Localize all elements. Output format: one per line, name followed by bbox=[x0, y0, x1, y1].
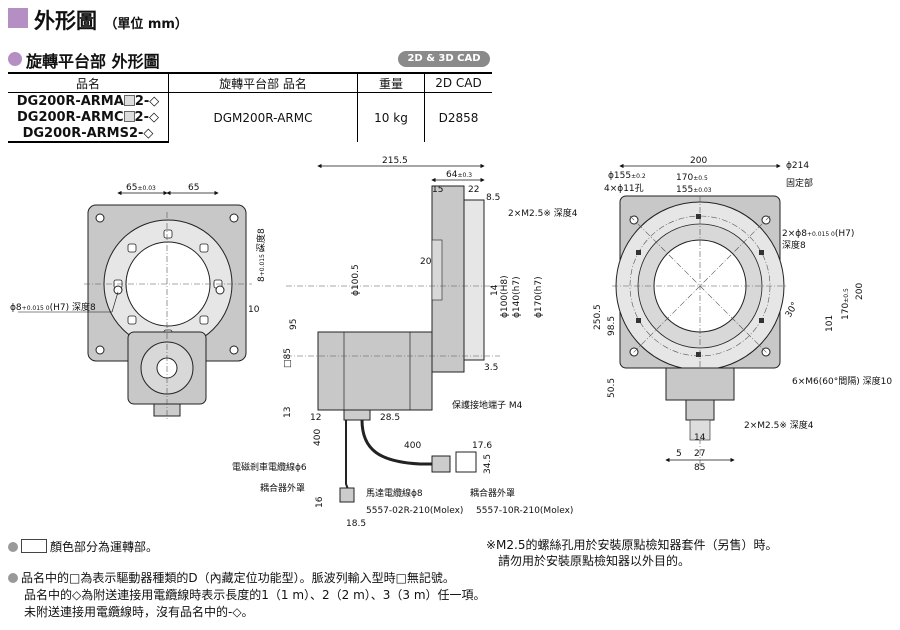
col-table-name: 旋轉平台部 品名 bbox=[168, 73, 358, 93]
side-dim-12: 12 bbox=[310, 413, 321, 423]
driver-type-symbol bbox=[123, 94, 135, 106]
side-dim-13: 13 bbox=[283, 407, 293, 418]
front-hole-label: ϕ8+0.015 0(H7) 深度8 bbox=[10, 301, 96, 313]
page-title: 外形圖 （單位 mm） bbox=[34, 9, 188, 33]
top-view: 200 170±0.5 155±0.03 ϕ155±0.2 4×ϕ11孔 ϕ21… bbox=[593, 156, 892, 473]
coupler-cover-1: 耦合器外罩 bbox=[260, 482, 305, 494]
top-dim-98-5: 98.5 bbox=[607, 316, 617, 336]
driver-type-symbol bbox=[123, 110, 135, 122]
cad-link[interactable]: D2858 bbox=[424, 92, 492, 142]
note-m25-2: 請勿用於安裝原點檢知器以外目的。 bbox=[498, 554, 691, 568]
top-dim-50-5: 50.5 bbox=[607, 378, 617, 398]
brake-cable-label: 電磁剎車電纜線ϕ6 bbox=[232, 461, 307, 473]
front-dim-10: 10 bbox=[248, 305, 260, 315]
side-ground: 保護接地端子 M4 bbox=[452, 399, 523, 411]
side-dim-18-5: 18.5 bbox=[346, 519, 366, 529]
table-model: DGM200R-ARMC bbox=[168, 92, 358, 142]
side-dim-15: 15 bbox=[432, 185, 443, 195]
side-m25: 2×M2.5※ 深度4 bbox=[508, 207, 578, 219]
side-dim-215: 215.5 bbox=[382, 156, 408, 166]
top-d155: ϕ155±0.2 bbox=[608, 171, 646, 181]
col-weight: 重量 bbox=[357, 73, 425, 93]
top-dim-101: 101 bbox=[825, 315, 835, 332]
side-d100-5: ϕ100.5 bbox=[351, 264, 361, 296]
side-dim-16: 16 bbox=[315, 496, 325, 508]
top-holes11: 4×ϕ11孔 bbox=[604, 183, 644, 194]
note-name-3: 未附送連接用電纜線時，沒有品名中的-◇。 bbox=[24, 605, 254, 619]
weight-value: 10 kg bbox=[357, 92, 425, 142]
part-number-row: DG200R-ARMS2-◇ bbox=[8, 125, 169, 143]
side-view: 215.5 64±0.3 15 22 8.5 2×M2.5※ 深度4 ϕ100.… bbox=[232, 156, 578, 529]
side-dim-28-5: 28.5 bbox=[380, 413, 400, 423]
top-hole8: 2×ϕ8+0.015 0(H7) bbox=[782, 229, 854, 239]
top-dim-250-5: 250.5 bbox=[593, 304, 603, 330]
note-name-1: 品名中的□為表示驅動器種類的D（內藏定位功能型）。脈波列輸入型時□無記號。 bbox=[8, 569, 455, 587]
side-dim-64: 64±0.3 bbox=[446, 170, 472, 180]
side-dim-3-5: 3.5 bbox=[484, 363, 498, 373]
top-dim-200: 200 bbox=[690, 156, 707, 166]
side-dim-22: 22 bbox=[468, 185, 479, 195]
side-d170: ϕ170(h7) bbox=[534, 276, 544, 318]
side-d100: ϕ100(H8) bbox=[500, 275, 510, 318]
side-dim-17-6: 17.6 bbox=[472, 441, 492, 451]
top-dim-5: 5 bbox=[676, 449, 682, 459]
section-title: 旋轉平台部 外形圖 bbox=[26, 52, 160, 71]
color-swatch bbox=[21, 539, 47, 553]
note-m25: ※M2.5的螺絲孔用於安裝原點檢知器套件（另售）時。 bbox=[486, 538, 778, 552]
side-dim-8-5: 8.5 bbox=[486, 193, 500, 203]
top-depth8: 深度8 bbox=[782, 239, 806, 251]
top-m6: 6×M6(60°間隔) 深度10 bbox=[792, 375, 892, 387]
unit-label: （單位 mm） bbox=[104, 17, 188, 32]
top-dim-27: 27 bbox=[694, 449, 705, 459]
note-bullet bbox=[8, 542, 18, 552]
top-d214: ϕ214 bbox=[786, 161, 809, 171]
front-view: 65±0.03 65 ϕ8+0.015 0(H7) 深度8 深度8 8+0.01… bbox=[10, 183, 267, 420]
top-angle-30: 30° bbox=[784, 301, 801, 320]
top-dim-200v: 200 bbox=[855, 283, 865, 300]
front-side-hole: 8+0.015 0 bbox=[257, 248, 267, 282]
coupler-cover-2: 耦合器外罩 bbox=[470, 487, 515, 499]
note-name-2: 品名中的◇為附送連接用電纜線時表示長度的1（1 m）、2（2 m）、3（3 m）… bbox=[24, 588, 486, 602]
side-dim-95: 95 bbox=[289, 319, 299, 330]
top-dim-170v: 170±0.5 bbox=[841, 288, 851, 320]
side-dim-20: 20 bbox=[420, 257, 432, 267]
cad-badge[interactable]: 2D & 3D CAD bbox=[398, 51, 490, 67]
side-l400b: 400 bbox=[404, 441, 421, 451]
top-dim-170: 170±0.5 bbox=[676, 173, 708, 183]
side-sq85: □85 bbox=[283, 348, 293, 368]
side-d140: ϕ140(h7) bbox=[512, 276, 522, 318]
top-m25: 2×M2.5※ 深度4 bbox=[744, 419, 814, 431]
connector-2: 5557-10R-210(Molex) bbox=[476, 506, 573, 516]
top-fix: 固定部 bbox=[786, 177, 813, 189]
side-l400a: 400 bbox=[313, 429, 323, 446]
top-dim-14: 14 bbox=[694, 433, 706, 443]
front-dim-65: 65±0.03 bbox=[126, 183, 156, 193]
col-product-name: 品名 bbox=[8, 73, 169, 93]
top-dim-85: 85 bbox=[694, 463, 705, 473]
connector-1: 5557-02R-210(Molex) bbox=[366, 506, 463, 516]
side-dim-14: 14 bbox=[490, 284, 500, 296]
motor-cable-label: 馬達電纜線ϕ8 bbox=[366, 487, 423, 499]
section-marker bbox=[8, 52, 22, 66]
front-side-depth: 深度8 bbox=[255, 228, 267, 252]
title-marker bbox=[8, 8, 28, 28]
top-dim-155: 155±0.03 bbox=[676, 185, 712, 195]
side-dim-34-5: 34.5 bbox=[483, 454, 493, 474]
note-bullet bbox=[8, 573, 18, 583]
front-dim-65b: 65 bbox=[188, 183, 199, 193]
note-color: 顏色部分為運轉部。 bbox=[8, 538, 158, 556]
col-cad: 2D CAD bbox=[424, 73, 492, 93]
